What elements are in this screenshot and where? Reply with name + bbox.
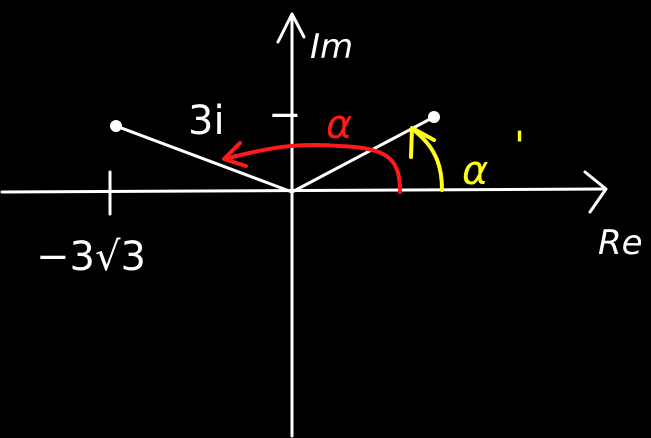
point-left bbox=[110, 120, 122, 132]
alpha-prime-arc bbox=[409, 126, 444, 192]
alpha-label: α bbox=[326, 102, 352, 148]
segment-left bbox=[114, 124, 294, 194]
tick-value-label: −3√3 bbox=[36, 234, 146, 280]
real-axis bbox=[0, 170, 608, 214]
imaginary-axis-arrowhead bbox=[276, 12, 306, 44]
alpha-arc-arrowhead bbox=[222, 141, 248, 168]
alpha-prime-mark: ' bbox=[514, 124, 525, 170]
real-axis-label: Re bbox=[598, 223, 643, 263]
alpha-arc bbox=[222, 141, 402, 194]
dash-label: − bbox=[268, 92, 302, 138]
real-axis-arrowhead bbox=[583, 170, 608, 214]
alpha-prime-arc-arrowhead bbox=[409, 126, 436, 159]
imaginary-axis bbox=[276, 12, 306, 438]
point-right bbox=[428, 111, 440, 123]
alpha-prime-label: α bbox=[462, 148, 488, 194]
point-value-label: 3i bbox=[188, 98, 225, 144]
imaginary-axis-label: Im bbox=[310, 27, 353, 67]
